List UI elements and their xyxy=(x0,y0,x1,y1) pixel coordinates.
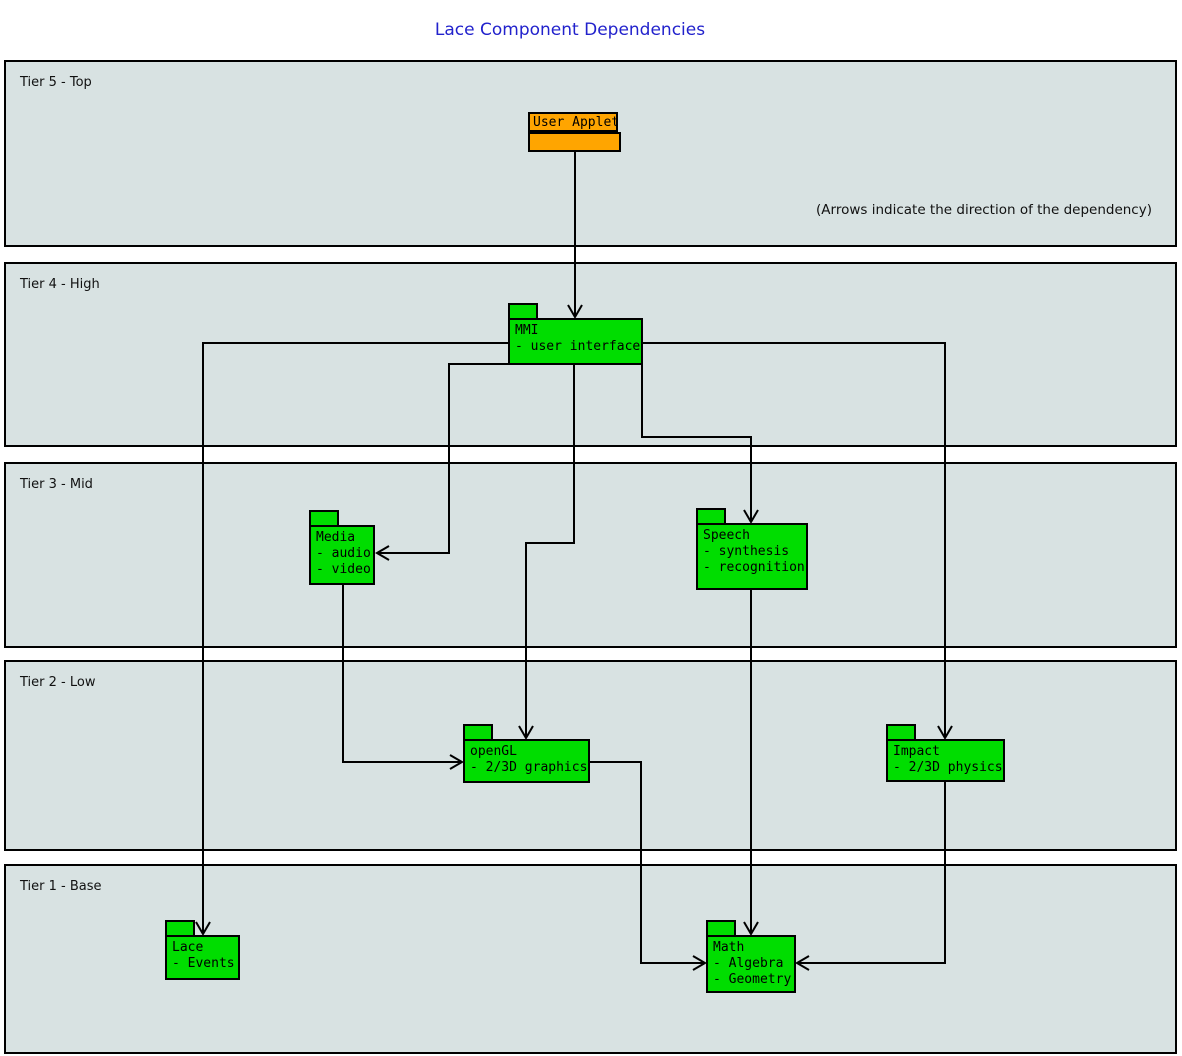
math-body: Math - Algebra - Geometry xyxy=(706,935,796,993)
tier-1-label: Tier 1 - Base xyxy=(20,879,102,894)
arrow-media-to-opengl xyxy=(342,585,464,770)
arrow-opengl-to-math xyxy=(590,761,707,971)
lace-body: Lace - Events xyxy=(165,935,240,980)
mmi-sub1: - user interface xyxy=(515,339,641,354)
media-sub1: - audio xyxy=(316,546,371,561)
tier-2-band: Tier 2 - Low xyxy=(4,660,1177,851)
tier-3-band: Tier 3 - Mid xyxy=(4,462,1177,648)
user-applet-name: User Applet xyxy=(528,112,619,132)
media-body: Media - audio - video xyxy=(309,525,375,585)
tier-5-label: Tier 5 - Top xyxy=(20,75,92,90)
opengl-sub1: - 2/3D graphics xyxy=(470,760,588,775)
speech-name: Speech xyxy=(703,528,750,543)
arrow-mmi-to-media xyxy=(375,363,510,561)
speech-body: Speech - synthesis - recognition xyxy=(696,523,808,590)
arrow-mmi-to-speech xyxy=(641,365,759,524)
tier-3-label: Tier 3 - Mid xyxy=(20,477,93,492)
media-sub2: - video xyxy=(316,562,371,577)
media-name: Media xyxy=(316,530,356,545)
lace-sub1: - Events xyxy=(172,956,235,971)
arrow-impact-to-math xyxy=(795,782,946,971)
math-sub1: - Algebra xyxy=(713,956,784,971)
opengl-name: openGL xyxy=(470,744,517,759)
lace-name: Lace xyxy=(172,940,204,955)
dependency-direction-note: (Arrows indicate the direction of the de… xyxy=(816,202,1152,218)
mmi-body: MMI - user interface xyxy=(508,318,643,365)
impact-body: Impact - 2/3D physics xyxy=(886,739,1005,782)
arrow-mmi-to-impact xyxy=(643,342,953,740)
speech-sub2: - recognition xyxy=(703,560,805,575)
opengl-body: openGL - 2/3D graphics xyxy=(463,739,590,783)
math-sub2: - Geometry xyxy=(713,972,792,987)
tier-5-band: Tier 5 - Top xyxy=(4,60,1177,247)
speech-sub1: - synthesis xyxy=(703,544,790,559)
arrow-mmi-to-lace xyxy=(195,342,508,936)
impact-name: Impact xyxy=(893,744,940,759)
arrow-mmi-to-opengl xyxy=(518,365,575,740)
tier-2-label: Tier 2 - Low xyxy=(20,675,96,690)
tier-4-label: Tier 4 - High xyxy=(20,277,100,292)
mmi-name: MMI xyxy=(515,323,539,338)
user-applet-base xyxy=(528,132,621,152)
impact-sub1: - 2/3D physics xyxy=(893,760,1003,775)
page-title: Lace Component Dependencies xyxy=(434,20,706,40)
math-name: Math xyxy=(713,940,745,955)
